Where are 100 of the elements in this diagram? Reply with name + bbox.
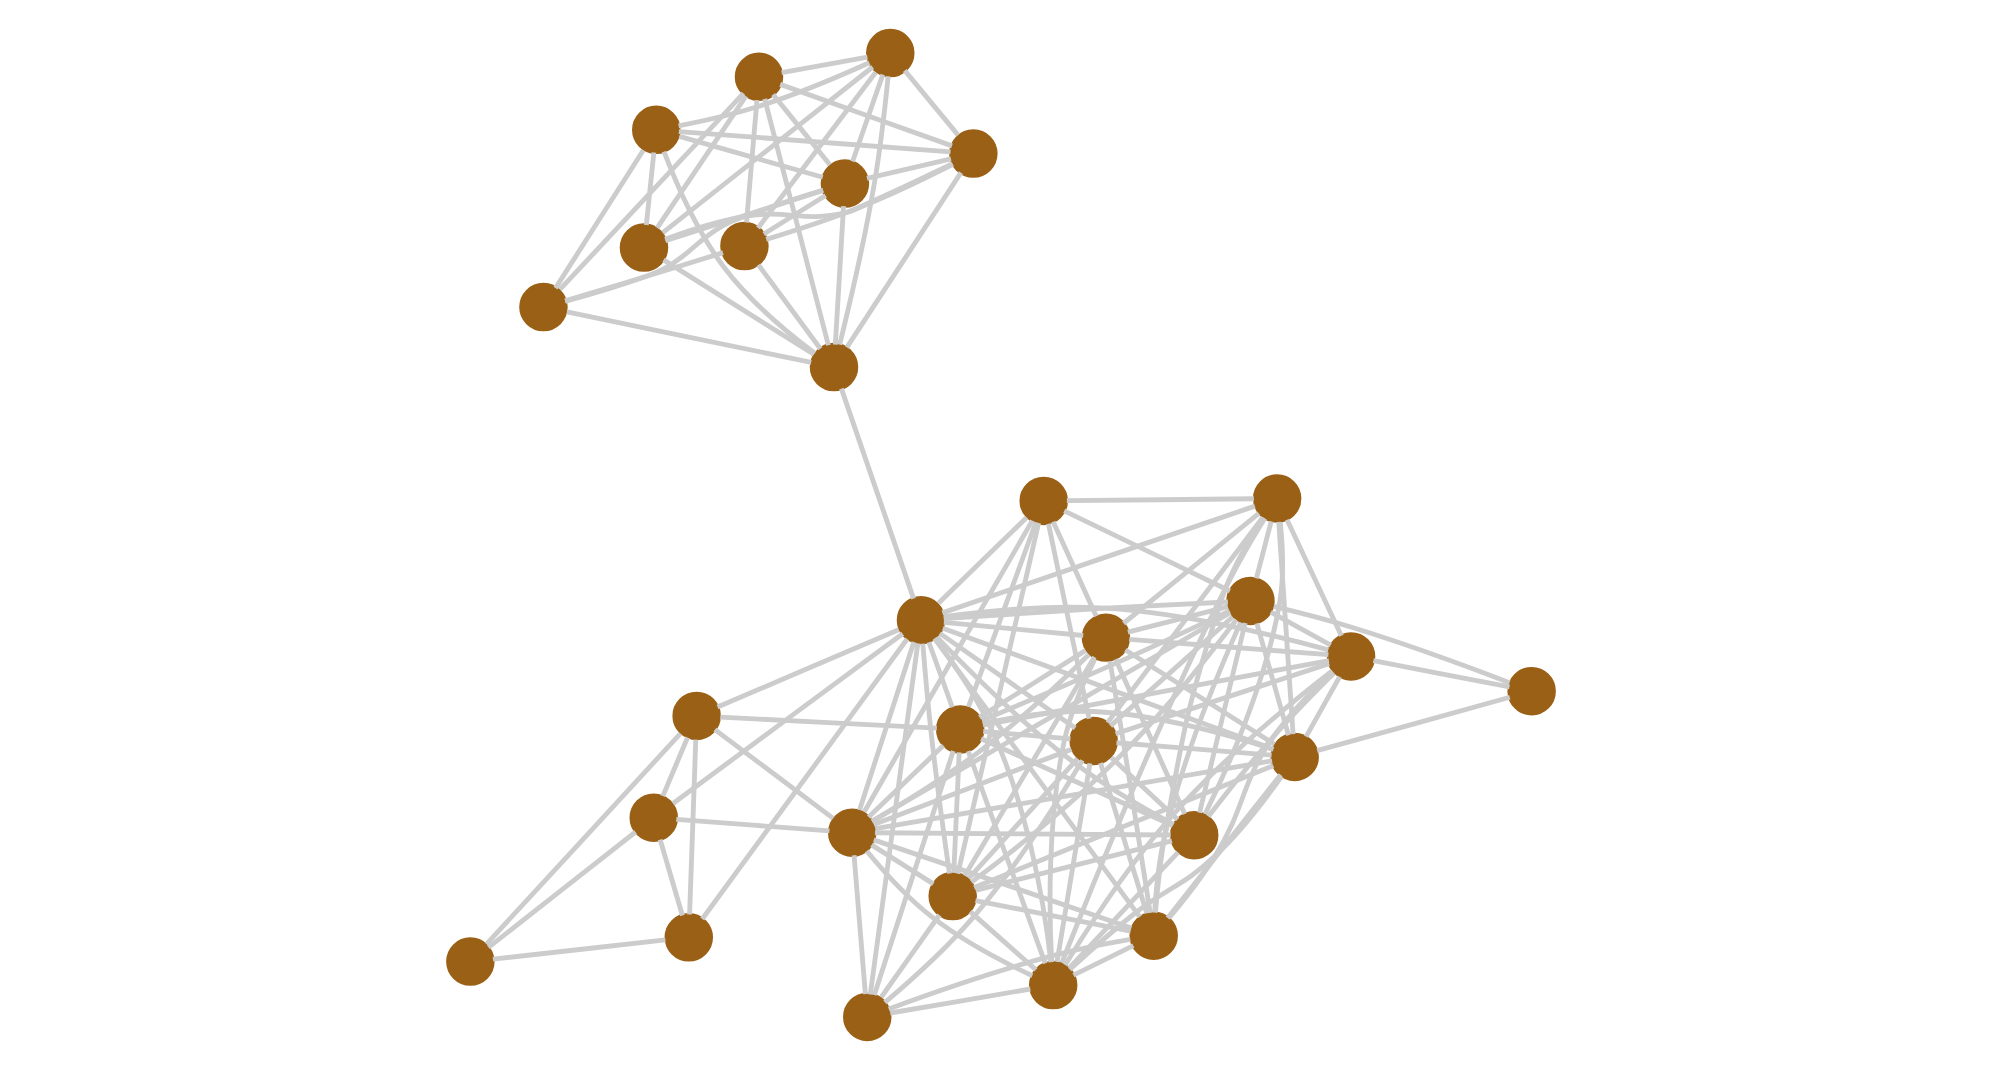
connector [969,618,1238,885]
connector [770,92,831,167]
connector [1067,775,1283,972]
node-circle [1325,632,1375,681]
connector [886,937,1130,1012]
connector [1128,636,1328,658]
connector [1071,943,1134,978]
connector [1121,511,1260,626]
connector [1201,522,1284,815]
connector [483,732,682,946]
node-circle [842,992,891,1042]
connector [719,714,936,731]
connector [1053,763,1092,963]
node-circle [819,159,869,208]
connector [1104,516,1264,725]
connector [563,187,823,304]
connector [1112,658,1186,815]
connector [865,156,951,181]
connector [1065,496,1253,504]
connector [972,763,1274,890]
node-circle [1027,960,1077,1010]
connector [565,309,811,365]
connector [850,855,867,995]
connector [764,162,953,242]
connector [1107,615,1234,728]
connector [977,648,1086,720]
connector [1066,850,1179,970]
connector [942,604,1328,653]
node-circle [628,793,677,842]
connector [1113,661,1329,736]
connector [964,750,1047,965]
connector [982,728,1070,742]
connector [686,739,698,915]
connector [712,727,834,821]
node-circle [671,691,720,741]
connector [1315,694,1510,754]
connector [872,837,1132,931]
connector [563,250,723,304]
connector [1108,755,1179,822]
connector [836,75,890,346]
connector [979,736,1173,828]
connector [931,637,1141,919]
connector [1046,658,1096,962]
connector [863,849,1033,978]
node-circle [1269,732,1318,782]
connector [1062,508,1230,594]
node-circle [1018,476,1067,526]
connector [677,129,950,155]
node-circle [631,105,680,155]
node-circle [1506,666,1555,716]
connector [743,99,759,223]
connector [1106,660,1152,914]
connector [1097,762,1149,915]
connector [675,816,829,834]
node-circle [948,129,997,178]
connector [974,898,1131,934]
connector [882,759,1084,1005]
connector [1166,670,1334,920]
connector [660,65,874,235]
connector [950,752,961,873]
connector [974,838,1172,893]
connector [871,747,1072,827]
connector [656,838,684,917]
connector [677,60,870,129]
connector [934,635,1174,827]
node-circle [663,913,712,962]
connector [699,637,909,921]
connector [677,134,823,180]
connector [661,257,814,357]
connector [831,206,845,345]
connector [761,98,830,346]
connector [936,515,1028,605]
connector [932,637,1053,963]
connector [871,750,955,996]
connector [925,641,954,709]
connector [901,69,959,137]
connector [1371,658,1509,690]
connector [1115,740,1271,758]
node-circle [865,28,914,78]
connector [954,522,1040,875]
connector [780,54,867,76]
connector [1045,523,1091,720]
node-circle [719,221,768,271]
node-circle [1080,613,1130,662]
connector [1283,518,1343,637]
node-circle [518,282,567,332]
connector [755,263,822,351]
connector [1126,604,1228,635]
connector [981,708,1273,752]
connector [670,631,904,806]
connector [866,643,920,995]
connector [1164,773,1282,920]
connector [1062,668,1333,967]
connector [642,152,656,226]
connector [940,503,1255,616]
connector [663,188,823,243]
node-circle [808,342,858,392]
connector [878,913,941,999]
connector [1253,520,1273,579]
node-circle [934,705,984,754]
